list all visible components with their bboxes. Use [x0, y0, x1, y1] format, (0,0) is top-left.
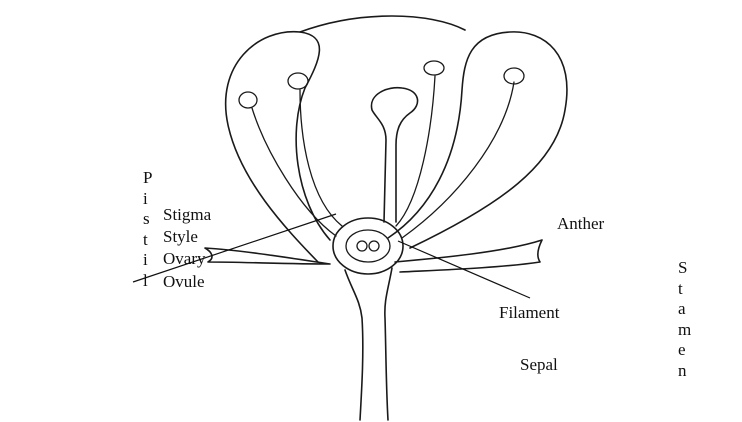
label-letter: l [143, 271, 148, 292]
label-letter: s [143, 209, 150, 230]
label-sepal: Sepal [520, 355, 558, 375]
leader-line-filament [398, 241, 530, 298]
anther-2 [288, 73, 308, 89]
label-anther: Anther [557, 214, 604, 234]
stamens [239, 61, 524, 238]
label-ovary: Ovary [163, 249, 205, 269]
anther-3 [424, 61, 444, 75]
label-letter: i [143, 250, 148, 271]
filament-3 [396, 76, 435, 226]
filament-2 [300, 90, 342, 226]
ovary-shape [333, 218, 403, 274]
label-letter: P [143, 168, 152, 189]
filament-1 [252, 108, 336, 236]
anther-1 [239, 92, 257, 108]
label-letter: a [678, 299, 686, 320]
label-filament: Filament [499, 303, 559, 323]
label-letter: t [143, 230, 148, 251]
label-stigma: Stigma [163, 205, 211, 225]
label-ovule: Ovule [163, 272, 205, 292]
ovule-1 [357, 241, 367, 251]
ovary-inner [346, 230, 390, 262]
label-letter: i [143, 189, 148, 210]
stalk [345, 268, 392, 420]
left-petal [226, 32, 330, 262]
filament-4 [402, 82, 514, 238]
label-letter: t [678, 279, 683, 300]
ovule-2 [369, 241, 379, 251]
label-style: Style [163, 227, 198, 247]
label-letter: e [678, 340, 686, 361]
back-petal [300, 16, 465, 32]
stalk-right-edge [385, 268, 392, 420]
label-letter: S [678, 258, 687, 279]
pistil-drawing [333, 88, 418, 274]
right-petal [388, 32, 567, 248]
label-letter: m [678, 320, 691, 341]
label-letter: n [678, 361, 687, 382]
stalk-left-edge [345, 270, 363, 420]
sepals [205, 240, 542, 272]
